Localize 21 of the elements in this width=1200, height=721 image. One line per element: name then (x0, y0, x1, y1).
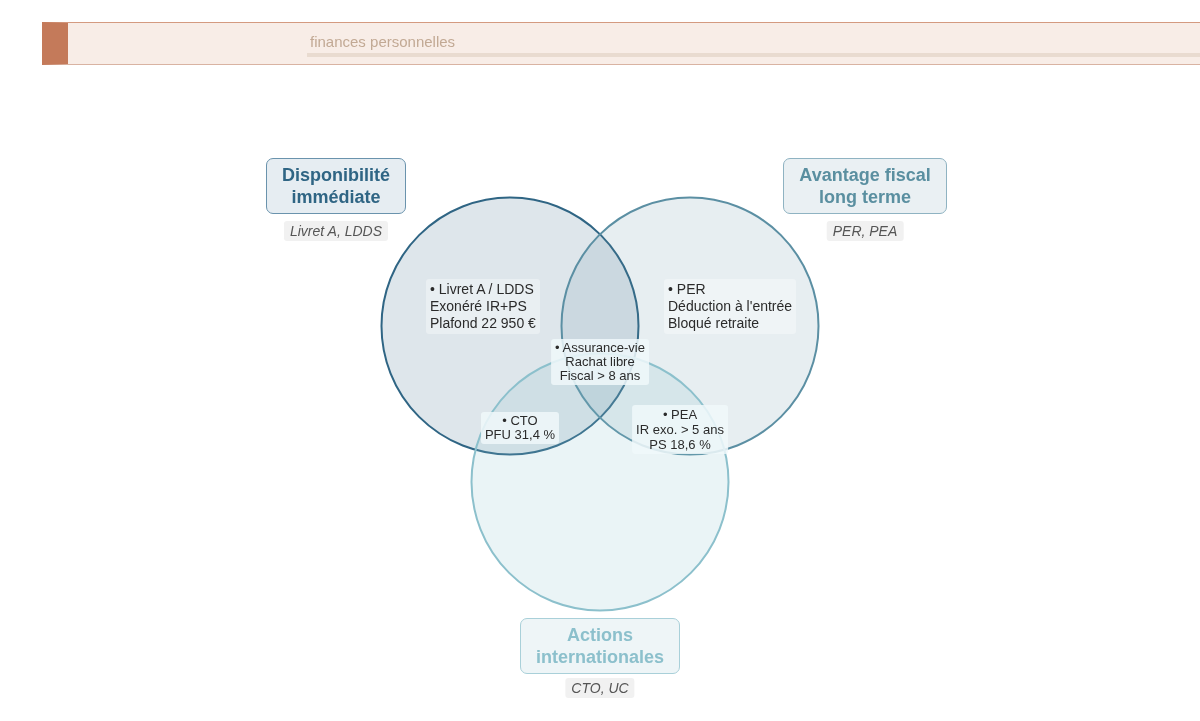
item-title: • PEA (661, 407, 699, 422)
item-title: • CTO (501, 414, 539, 428)
item-detail: Déduction à l'entrée (668, 298, 793, 315)
example-caption: Livret A, LDDS (283, 221, 389, 241)
item-detail: PS 18,6 % (648, 437, 712, 452)
item-detail: Rachat libre (564, 355, 636, 369)
set-heading: Actions internationales (520, 618, 680, 674)
item-title: • Livret A / LDDS (430, 281, 535, 298)
item-detail: Fiscal > 8 ans (558, 369, 642, 383)
item-title: • PER (668, 281, 707, 298)
item-detail: Plafond 22 950 € (430, 315, 536, 332)
tagline: finances personnelles (310, 33, 456, 51)
item-detail: PFU 31,4 % (484, 428, 556, 442)
example-caption: PER, PEA (826, 221, 904, 241)
item-title: • Assurance-vie (555, 341, 645, 355)
item-detail: IR exo. > 5 ans (636, 422, 724, 437)
example-caption: CTO, UC (565, 678, 635, 698)
set-heading: Disponibilité immédiate (266, 158, 406, 214)
item-detail: Exonéré IR+PS (430, 298, 528, 315)
item-detail: Bloqué retraite (668, 315, 761, 332)
set-heading: Avantage fiscal long terme (783, 158, 947, 214)
